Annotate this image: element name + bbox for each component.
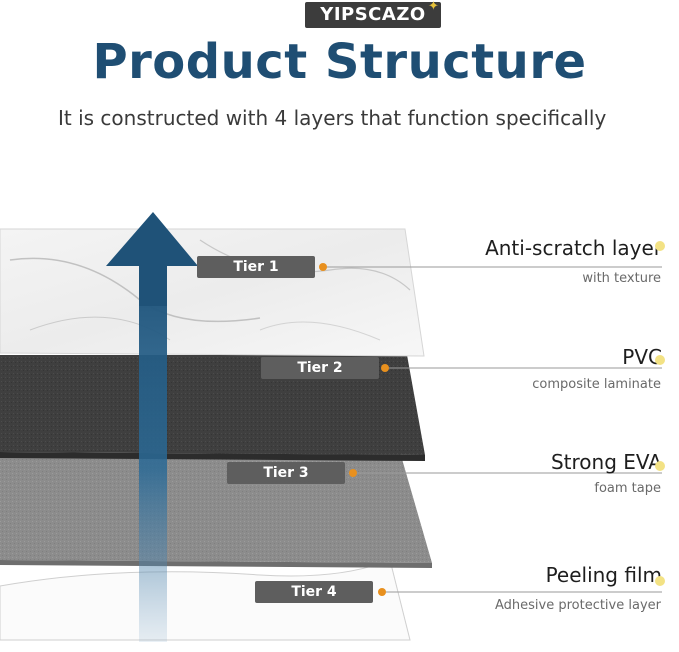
brand-logo: YIPSCAZO bbox=[305, 2, 441, 28]
layer-anti-scratch bbox=[0, 228, 425, 357]
arrow-up-icon bbox=[106, 212, 198, 306]
layer-desc-1: with texture bbox=[582, 271, 661, 286]
label-dot-2 bbox=[655, 355, 665, 365]
layer-name-3: Strong EVA bbox=[550, 450, 662, 474]
page-title: Product Structure bbox=[92, 34, 587, 90]
brand-name: YIPSCAZO bbox=[320, 4, 426, 25]
layer-desc-2: composite laminate bbox=[532, 377, 661, 392]
layer-name-1: Anti-scratch layer bbox=[485, 236, 662, 260]
label-dot-1 bbox=[655, 241, 665, 251]
label-dot-4 bbox=[655, 576, 665, 586]
arrow-shaft bbox=[139, 260, 167, 642]
layer-desc-3: foam tape bbox=[594, 481, 661, 496]
layer-pvc bbox=[0, 355, 425, 455]
tier-dot-4 bbox=[378, 588, 386, 596]
tier-badge-2: Tier 2 bbox=[261, 357, 379, 379]
tier-dot-2 bbox=[381, 364, 389, 372]
tier-badge-3: Tier 3 bbox=[227, 462, 345, 484]
page-subtitle: It is constructed with 4 layers that fun… bbox=[58, 106, 607, 130]
brand-star-icon: ✦ bbox=[428, 0, 439, 14]
layer-name-4: Peeling film bbox=[545, 563, 662, 587]
tier-badge-1: Tier 1 bbox=[197, 256, 315, 278]
layer-eva-foam bbox=[0, 452, 432, 563]
label-dot-3 bbox=[655, 461, 665, 471]
tier-dot-1 bbox=[319, 263, 327, 271]
tier-badge-4: Tier 4 bbox=[255, 581, 373, 603]
tier-dot-3 bbox=[349, 469, 357, 477]
layer-desc-4: Adhesive protective layer bbox=[494, 598, 661, 613]
